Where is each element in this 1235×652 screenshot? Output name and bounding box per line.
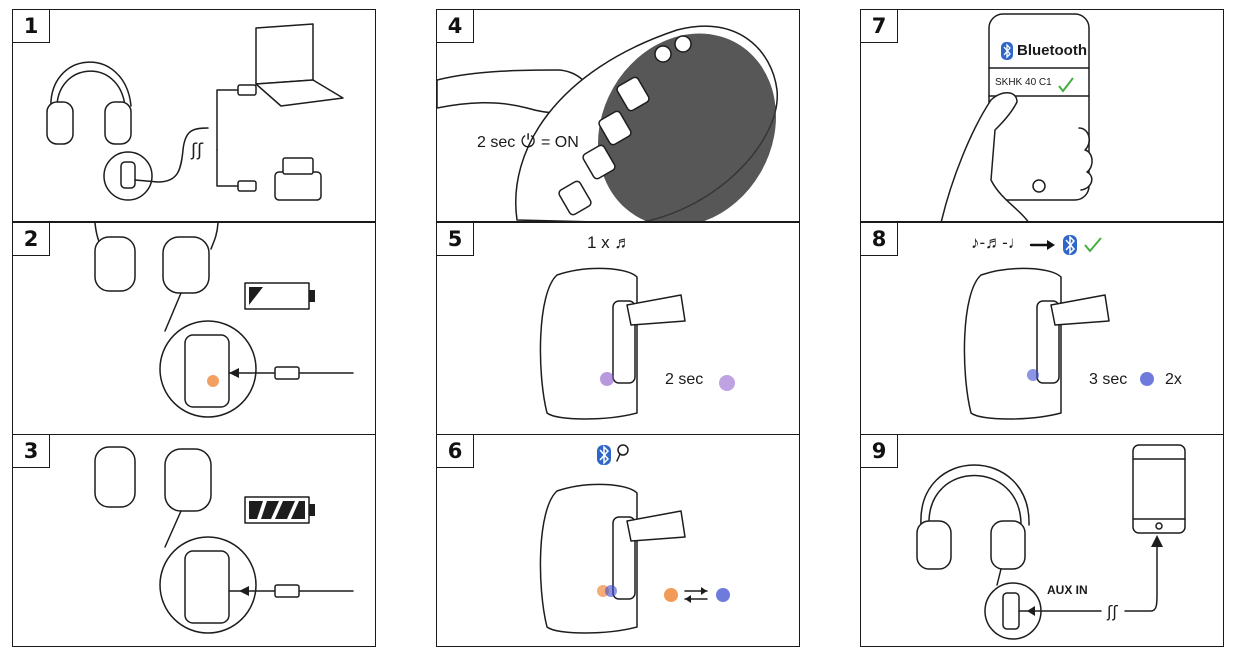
headphones-icon <box>94 223 219 294</box>
svg-text:ʃʃ: ʃʃ <box>1106 602 1118 621</box>
charging-setup-illustration: ʃʃ <box>46 23 344 201</box>
led-duration-label: 3 sec <box>1089 371 1128 388</box>
step-3-panel: 3 <box>12 434 376 647</box>
pairing-illustration <box>539 444 730 634</box>
bluetooth-icon <box>1063 235 1077 255</box>
step-4-panel: 4 2 sec ⏻ = ON <box>436 9 800 222</box>
bluetooth-title: Bluetooth <box>1017 42 1087 59</box>
port-zoom-circle <box>103 151 153 201</box>
step-number: 1 <box>13 10 50 43</box>
power-icon: ⏻ <box>521 131 536 151</box>
step-number: 7 <box>861 10 898 43</box>
paired-device-name[interactable]: SKHK 40 C1 <box>995 77 1052 88</box>
phone-icon <box>1132 444 1186 534</box>
step-number: 4 <box>437 10 474 43</box>
bluetooth-icon <box>597 445 611 465</box>
check-icon <box>1084 237 1102 253</box>
phone-illustration <box>940 13 1093 221</box>
charging-illustration <box>94 223 354 418</box>
search-icon <box>616 444 629 462</box>
press-count-label: 1 x ♬ <box>587 233 632 252</box>
power-on-illustration <box>437 25 778 221</box>
charged-illustration <box>94 446 354 634</box>
control-buttons <box>558 35 692 216</box>
battery-full-icon <box>244 496 315 524</box>
step-1-panel: 1 ʃʃ <box>12 9 376 222</box>
headphones-icon <box>94 446 212 512</box>
sound-notes-icon: ♪-♬-♩ <box>971 233 1025 252</box>
step-number: 6 <box>437 435 474 468</box>
check-icon <box>1058 77 1074 93</box>
power-state-label: = ON <box>541 134 579 151</box>
step-9-panel: 9 ʃʃ AUX IN <box>860 434 1224 647</box>
laptop-icon <box>255 23 344 107</box>
led-blue <box>716 588 730 602</box>
hand-icon <box>940 92 1029 221</box>
blink-count-label: 2x <box>1165 371 1182 388</box>
step-6-panel: 6 <box>436 434 800 647</box>
earcup-illustration <box>539 267 735 420</box>
step-2-panel: 2 <box>12 222 376 435</box>
led-blue <box>1140 372 1154 386</box>
headphones-icon <box>46 61 132 145</box>
step-number: 3 <box>13 435 50 468</box>
led-orange <box>664 588 678 602</box>
led-duration-label: 2 sec <box>665 371 704 388</box>
led-indicator <box>600 372 614 386</box>
step-5-panel: 5 1 x ♬ 2 sec <box>436 222 800 435</box>
bluetooth-icon <box>1001 42 1013 60</box>
step-number: 9 <box>861 435 898 468</box>
aux-connection-illustration: ʃʃ <box>916 444 1186 640</box>
step-number: 5 <box>437 223 474 256</box>
power-hold-duration: 2 sec <box>477 134 516 151</box>
svg-text:ʃʃ: ʃʃ <box>190 140 204 161</box>
step-number: 2 <box>13 223 50 256</box>
step-7-panel: 7 Bluetooth SKHK 40 C1 <box>860 9 1224 222</box>
paired-illustration <box>963 235 1154 420</box>
aux-in-label: AUX IN <box>1047 583 1088 597</box>
battery-low-icon <box>244 282 315 310</box>
step-8-panel: 8 ♪-♬-♩ 3 sec 2x <box>860 222 1224 435</box>
charge-led-indicator <box>207 375 219 387</box>
led-indicator-blink <box>719 375 735 391</box>
headphones-icon <box>916 464 1030 570</box>
usb-adapter-icon <box>274 157 322 201</box>
step-number: 8 <box>861 223 898 256</box>
